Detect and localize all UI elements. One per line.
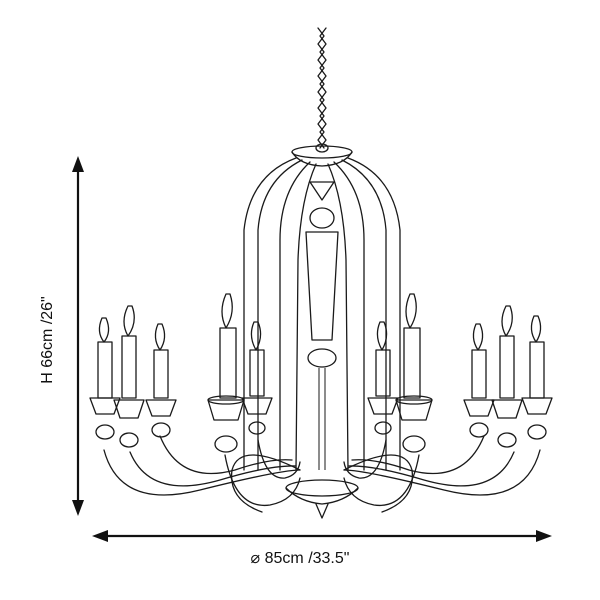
- height-dimension-label: H 66cm /26": [39, 296, 56, 384]
- width-arrow: [92, 530, 552, 542]
- candles-left: [89, 293, 273, 453]
- chain: [317, 27, 327, 149]
- center-stem: [285, 181, 359, 519]
- width-dimension-label: ⌀ 85cm /33.5": [250, 550, 350, 567]
- candles-right: [367, 293, 553, 453]
- height-arrow: [72, 156, 84, 516]
- candle-arms: [103, 435, 541, 513]
- cage-arms: [243, 157, 401, 471]
- top-cap: [291, 143, 353, 167]
- center-candle-cups: [207, 395, 433, 405]
